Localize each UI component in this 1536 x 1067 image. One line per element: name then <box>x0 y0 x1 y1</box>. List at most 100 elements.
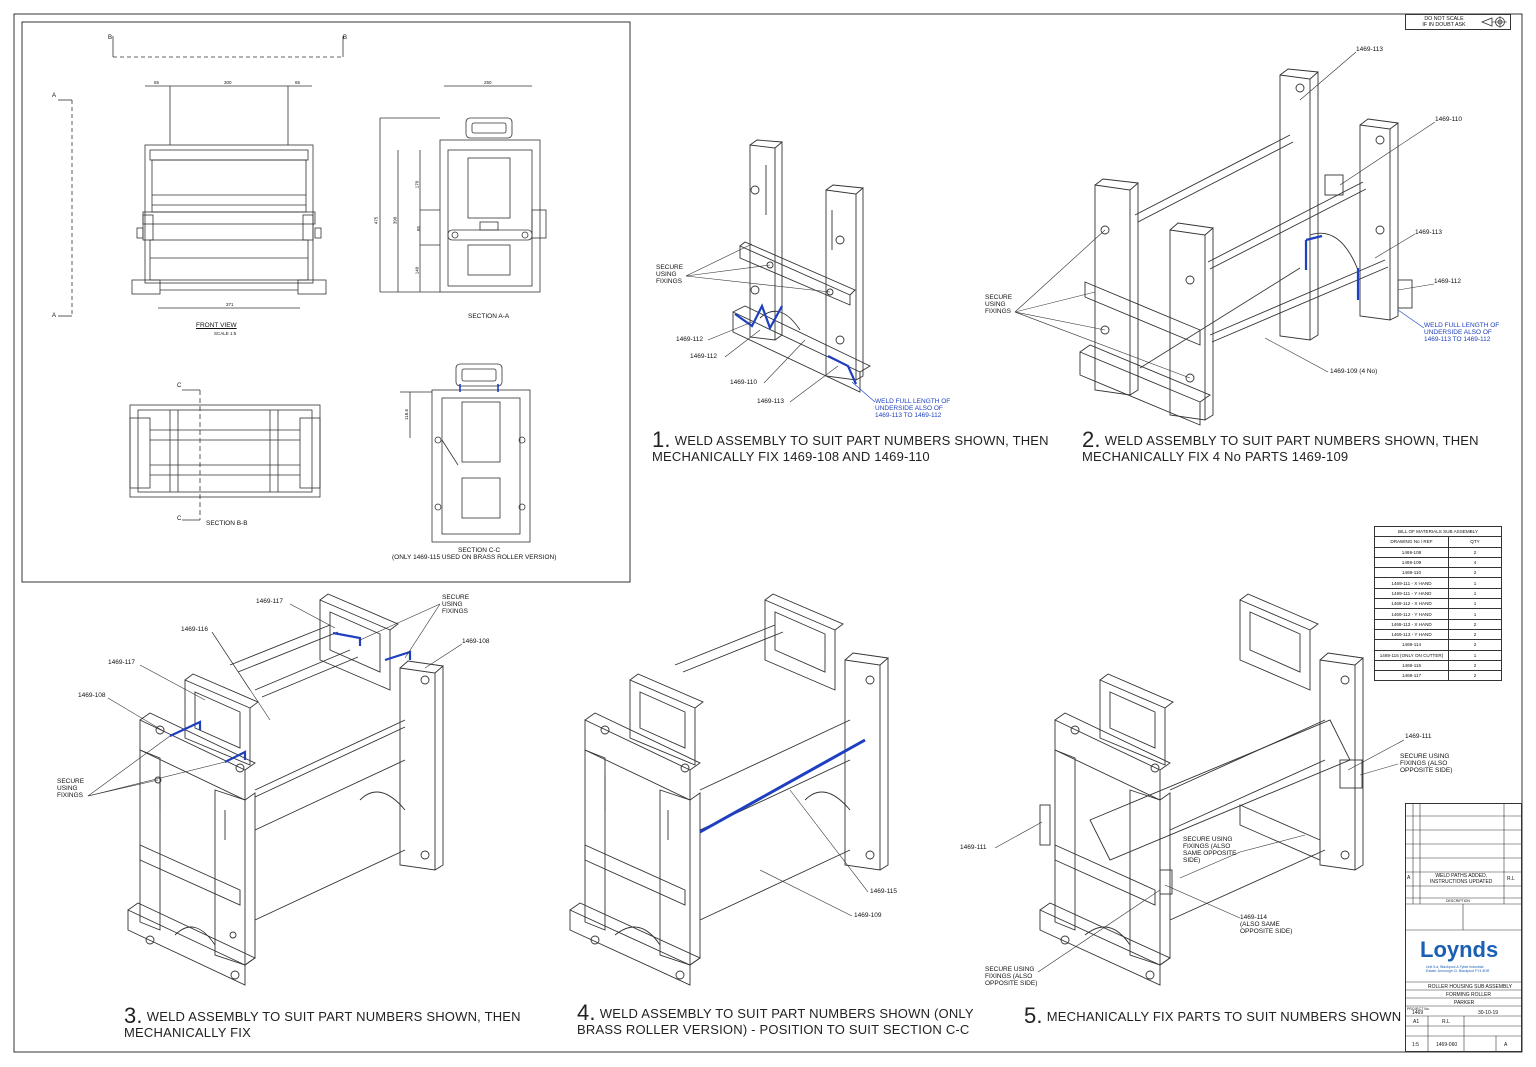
s2-weld-l2: UNDERSIDE ALSO OF <box>1424 329 1492 336</box>
section-marker-b-left: B <box>108 35 113 41</box>
s3-secure-top-l3: FIXINGS <box>442 608 469 615</box>
step4-leaders <box>759 789 869 917</box>
bill-of-materials: BILL OF MATERIALS SUB ASSEMBLY DRAWING N… <box>1374 525 1502 682</box>
dim-371: 371 <box>226 302 234 307</box>
s1-weld-l1: WELD FULL LENGTH OF <box>875 398 951 405</box>
s5-secure-mid-l2: FIXINGS (ALSO <box>1183 843 1231 850</box>
iso-step1 <box>732 139 871 393</box>
contract-name: FORMING ROLLER <box>1446 992 1492 998</box>
bom-qty: 1 <box>1448 577 1502 589</box>
s2-part-109: 1469-109 (4 No) <box>1330 368 1378 375</box>
s2-secure-l1: SECURE <box>985 294 1013 301</box>
s2-secure-l3: FIXINGS <box>985 308 1012 315</box>
step1-line1: WELD ASSEMBLY TO SUIT PART NUMBERS SHOWN… <box>674 433 1049 448</box>
step5-leaders <box>994 739 1405 973</box>
s2-weld-note: WELD FULL LENGTH OF UNDERSIDE ALSO OF 14… <box>1424 322 1499 343</box>
s5-secure-low-l2: FIXINGS (ALSO <box>985 973 1033 980</box>
s5-secure-mid-l4: SIDE) <box>1183 857 1201 864</box>
bom-qty: 1 <box>1448 598 1502 610</box>
drawing-number: 1469-060 <box>1436 1042 1458 1048</box>
step2-caption: 2.WELD ASSEMBLY TO SUIT PART NUMBERS SHO… <box>1082 429 1479 465</box>
s3-secure-left-l1: SECURE <box>57 778 85 785</box>
step4-line1: WELD ASSEMBLY TO SUIT PART NUMBERS SHOWN… <box>599 1006 974 1021</box>
step4-weld-path <box>699 738 866 834</box>
s2-weld-l1: WELD FULL LENGTH OF <box>1424 322 1500 329</box>
section-aa-drawing <box>379 85 547 293</box>
step2-line1: WELD ASSEMBLY TO SUIT PART NUMBERS SHOWN… <box>1104 433 1479 448</box>
s4-part-115: 1469-115 <box>870 888 897 895</box>
s5-secure-mid-l1: SECURE USING <box>1183 836 1233 843</box>
step3-weld-paths <box>169 631 412 763</box>
bom-qty: 2 <box>1448 670 1502 682</box>
s4-part-109: 1469-109 <box>854 912 882 919</box>
front-view-label: FRONT VIEW <box>196 322 237 329</box>
step5-number: 5. <box>1024 1003 1043 1028</box>
s5-part-111b: 1469-111 <box>960 844 987 851</box>
s2-part-110: 1469-110 <box>1435 116 1462 123</box>
bom-ref: 1469-112 - X HAND <box>1374 598 1449 610</box>
bom-ref: 1469-111 - Y HAND <box>1374 587 1449 600</box>
s1-part-110: 1469-110 <box>730 379 757 386</box>
s1-part-113: 1469-113 <box>757 398 784 405</box>
step1-leaders <box>685 243 876 403</box>
s2-part-112: 1469-112 <box>1434 278 1461 285</box>
dim-65-left: 65 <box>154 80 160 85</box>
s1-part-112b: 1469-112 <box>690 353 717 360</box>
section-marker-b-right: B <box>343 35 348 41</box>
drawing-scale: 1:5 <box>1412 1042 1419 1048</box>
bom-qty: 2 <box>1448 639 1502 651</box>
step5-caption: 5.MECHANICALLY FIX PARTS TO SUIT NUMBERS… <box>1024 1005 1401 1027</box>
section-marker-c-top: C <box>177 383 182 389</box>
s5-part-114: 1469-114 (ALSO SAME OPPOSITE SIDE) <box>1240 914 1292 935</box>
drawn-by: R.L <box>1442 1019 1450 1025</box>
bom-header-ref: DRAWING No / REF <box>1374 536 1449 548</box>
dim-300: 300 <box>224 80 232 85</box>
rev-description-l1: WELD PATHS ADDED, <box>1435 873 1488 879</box>
s5-secure-low: SECURE USING FIXINGS (ALSO OPPOSITE SIDE… <box>985 966 1037 987</box>
s5-secure-right-l2: FIXINGS (ALSO <box>1400 760 1448 767</box>
s3-secure-left-l2: USING <box>57 785 78 792</box>
s3-secure-top: SECURE USING FIXINGS <box>442 594 469 615</box>
dim-475: 475 <box>373 216 379 225</box>
bom-qty: 1 <box>1448 649 1502 661</box>
s5-secure-mid-l3: SAME OPPOSITE <box>1183 850 1237 857</box>
step1-line2: MECHANICALLY FIX 1469-108 AND 1469-110 <box>652 449 930 464</box>
dim-250: 250 <box>484 80 492 85</box>
section-bb-label: SECTION B-B <box>206 520 248 527</box>
section-cc-label: SECTION C-C <box>458 547 501 554</box>
bom-qty: 2 <box>1448 567 1502 579</box>
s5-secure-low-l1: SECURE USING <box>985 966 1035 973</box>
s3-part-108b: 1469-108 <box>462 638 490 645</box>
scale-note-line2: IF IN DOUBT ASK <box>1422 22 1466 28</box>
bom-ref: 1469-111 - X HAND <box>1374 577 1449 589</box>
s1-secure-l3: FIXINGS <box>656 278 683 285</box>
s1-weld-l2: UNDERSIDE ALSO OF <box>875 405 943 412</box>
project-label: PROJECT No. <box>1407 1007 1430 1011</box>
s1-part-112a: 1469-112 <box>676 336 703 343</box>
company-address: Unit 9-a, Blackpool & Fylde Industrial E… <box>1426 965 1489 973</box>
do-not-scale-note: DO NOT SCALE IF IN DOUBT ASK <box>1405 14 1511 30</box>
logo-text: Loynds <box>1420 937 1498 962</box>
step2-leaders <box>1014 51 1436 379</box>
dim-170: 170 <box>414 180 420 189</box>
s5-secure-right-l1: SECURE USING <box>1400 753 1450 760</box>
address-l2: Estate, Amoungh Cl, Blackpool FY4 5DR <box>1426 969 1490 973</box>
bom-ref: 1469-109 <box>1374 556 1449 569</box>
s1-secure-callout: SECURE USING FIXINGS <box>656 264 683 285</box>
s5-part-114-l2: (ALSO SAME <box>1240 921 1280 928</box>
bom-qty: 1 <box>1448 587 1502 600</box>
step3-line1: WELD ASSEMBLY TO SUIT PART NUMBERS SHOWN… <box>146 1009 521 1024</box>
table-row: 1469-115 (ONLY ON CUTTER)1 <box>1374 649 1502 661</box>
projection-icon <box>1480 16 1507 28</box>
